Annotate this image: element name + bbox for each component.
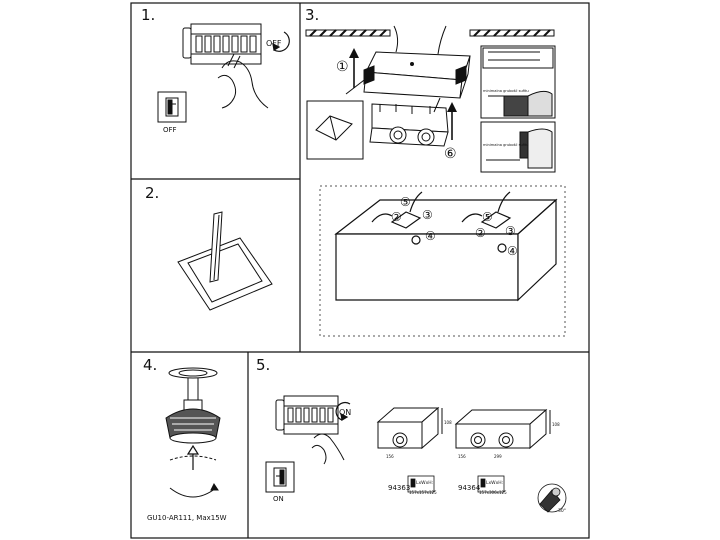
step3-fixture-front (369, 97, 449, 147)
panel-frame (130, 2, 590, 539)
step-3-number: 3. (305, 6, 320, 24)
callout-3-left: ③ (422, 208, 433, 222)
step1-breaker-illustration (182, 23, 269, 109)
step4-lamp-illustration (165, 367, 221, 444)
step1-switch-box (157, 91, 187, 123)
callout-5-right: ⑤ (482, 210, 493, 224)
callout-6: ⑥ (444, 146, 457, 162)
step3-fixture-box (363, 25, 471, 99)
p2-dim-h: 108 (552, 422, 560, 427)
ceiling-hatch-right (469, 29, 555, 37)
ceiling-thickness-label-b: minimalna grubość sufitu (483, 143, 529, 147)
rotate-arrows (169, 455, 219, 498)
p1-dims-label: LxWxH: (416, 480, 433, 486)
step1-off-label: OFF (266, 39, 282, 48)
product-94364-drawing (454, 408, 551, 450)
p1-dim-h: 108 (444, 420, 452, 425)
p1-dims-value: 157x157x125 (409, 490, 437, 495)
callout-2-right: ② (475, 226, 486, 240)
step-4-number: 4. (143, 356, 158, 374)
step-5-number: 5. (256, 356, 271, 374)
callout-1: ① (336, 59, 349, 75)
step3-detail-inset (306, 73, 373, 160)
ceiling-thickness-label-a: minimalna grubość sufitu (483, 89, 529, 93)
callout-4-right: ④ (507, 244, 518, 258)
product-94363-dims-box (407, 475, 435, 493)
p2-dim-w2: 299 (494, 454, 502, 459)
step2-ceiling-cutout (177, 211, 273, 311)
tilt-angle-label: 30° (558, 508, 566, 514)
up-arrow-lamp (186, 444, 200, 470)
ceiling-thickness-detail-top (480, 45, 556, 119)
callout-4-left: ④ (425, 229, 436, 243)
product-94364-dims-box (477, 475, 505, 493)
up-arrow-6 (447, 102, 457, 140)
product-94364-code: 94364 (458, 484, 481, 492)
step5-breaker-illustration (275, 395, 345, 465)
step3-large-fixture-box (334, 191, 558, 302)
p2-dim-w1: 156 (458, 454, 466, 459)
step-1-number: 1. (141, 6, 156, 24)
tilt-angle-badge (537, 483, 567, 513)
step3-wiring-detail-frame (319, 185, 566, 337)
step1-switch-off-label: OFF (163, 126, 177, 134)
up-arrow-1 (349, 48, 359, 88)
step-2-number: 2. (145, 184, 160, 202)
ceiling-thickness-detail-bottom (480, 121, 556, 173)
p1-dim-w: 156 (386, 454, 394, 459)
step5-switch-on-label: ON (273, 495, 284, 503)
callout-3-right: ③ (505, 224, 516, 238)
product-94363-code: 94363 (388, 484, 410, 492)
lamp-spec-label: GU10-AR111, Max15W (147, 514, 227, 522)
step5-on-label: ON (339, 408, 351, 417)
callout-2-left: ② (391, 210, 402, 224)
p2-dims-value: 157x306x125 (479, 490, 507, 495)
p2-dims-label: LxWxH: (486, 480, 503, 486)
product-94363-drawing (376, 406, 443, 450)
step5-switch-box (265, 461, 295, 493)
off-rotate-arrow (272, 31, 290, 52)
on-rotate-arrow (335, 401, 351, 421)
ceiling-hatch-left (305, 29, 391, 37)
callout-5-left: ⑤ (400, 195, 411, 209)
